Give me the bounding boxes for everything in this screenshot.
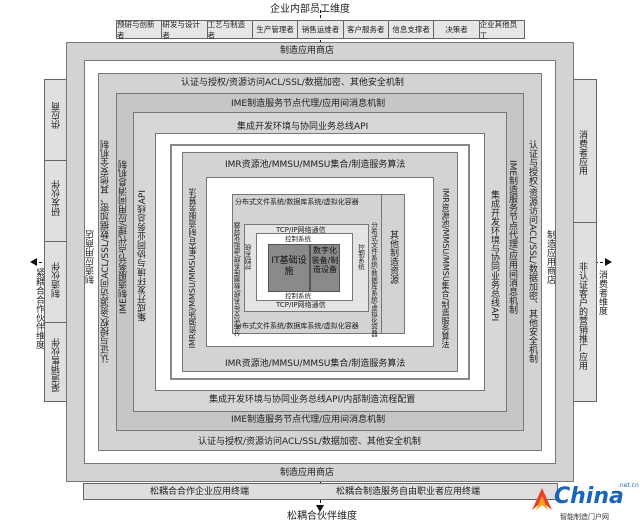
auth-label-left: 认证与授权/资源访问ACL/SSL/数据加密、其他安全机制 (101, 140, 111, 363)
core-digital-label: 数字化装备/制造设备 (311, 246, 339, 275)
dfs-label-left: 分布式文件系统/数据库系统/虚拟化容器 (234, 222, 242, 337)
china-logo: China .net.cn 智能制造门户网 (530, 482, 639, 522)
ctrl-label-right: 控制系统 (356, 244, 365, 270)
logo-brand: China (554, 484, 624, 509)
ring-other-resources (381, 194, 405, 334)
left-partner-channel: 渠道销售伙伴 (52, 338, 62, 392)
ime-label-top: IME制造服务节点代理/应用间消息机制 (231, 99, 386, 109)
axis-label-right: 消费者维度 (597, 270, 607, 315)
dfs-label-bottom: 分布式文件系统/数据库系统/虚拟化容器 (235, 322, 359, 330)
role-cell: 信息支撑者 (388, 20, 435, 39)
right-consumer-app: 消费者应用 (577, 130, 587, 175)
ime-label-right: IME制造服务节点代理/应用间消息机制 (507, 160, 517, 315)
arrow-right-icon (605, 258, 612, 266)
other-resources-label: 其他制造资源 (388, 230, 398, 284)
auth-label-top: 认证与授权/资源访问ACL/SSL/数据加密、其他安全机制 (181, 78, 404, 88)
ime-label-bottom: IME制造服务节点代理/应用间消息机制 (231, 415, 386, 425)
ctrl-label-left: 控制系统 (245, 244, 253, 270)
tcp-label-top: TCP/IP网络通信 (276, 226, 326, 234)
arrow-left-icon (30, 258, 37, 266)
imr-label-right: IMR资源池/MMSU/MMSU集合/制造服务算法 (441, 188, 450, 349)
role-cell: 销售运维者 (298, 20, 344, 39)
bottom-terminal-bar (83, 483, 558, 500)
core-it-label: IT基础设施 (271, 256, 307, 278)
auth-label-bottom: 认证与授权/资源访问ACL/SSL/数据加密、其他安全机制 (198, 437, 421, 447)
store-label-bottom: 制造应用商店 (280, 468, 335, 478)
role-cell: 工艺与制造者 (207, 20, 253, 40)
internal-roles-row: 预研与创新者 研发与设计者 工艺与制造者 生产管理者 销售运维者 客户服务者 信… (116, 20, 525, 40)
dfs-label-right: 分布式文件系统/数据库系统/虚拟化容器 (369, 222, 378, 337)
ctrl-label-top: 控制系统 (285, 235, 311, 243)
tcp-label-bottom: TCP/IP网络通信 (276, 301, 326, 309)
ctrl-label-bottom: 控制系统 (285, 292, 311, 300)
role-cell: 客户服务者 (343, 20, 389, 39)
logo-mark-icon (532, 488, 552, 510)
axis-label-top: 企业内部员工维度 (270, 4, 350, 15)
left-partner-rnd: 研发伙伴 (52, 180, 62, 216)
imr-label-bottom: IMR资源池/MMSU/MMSU集合/制造服务算法 (225, 359, 406, 369)
store-label-right: 制造应用商店 (545, 230, 555, 284)
ime-label-left: IME制造服务节点代理/应用间消息机制 (119, 160, 129, 315)
store-label-left: 制造应用商店 (86, 230, 96, 284)
core-digital-equipment (310, 244, 340, 292)
logo-tagline: 智能制造门户网 (560, 513, 609, 521)
left-partner-manufacturing: 制造伙伴 (52, 262, 62, 298)
role-cell: 企业其他员工 (479, 20, 525, 40)
axis-label-bottom: 松耦合伙伴维度 (287, 511, 357, 522)
integ-label-left: 集成开发环境与协同业务总线API (138, 190, 148, 322)
integ-label-bottom: 集成开发环境与协同业务总线API/内部制造流程配置 (209, 395, 416, 405)
role-cell: 预研与创新者 (116, 20, 163, 40)
core-it-infra (268, 244, 310, 292)
role-cell: 决策者 (434, 20, 480, 39)
logo-suffix: .net.cn (618, 482, 639, 489)
bottom-bar-right: 松耦合制造服务自由职业者应用终端 (336, 487, 481, 497)
dfs-label-top: 分布式文件系统/数据库系统/虚拟化容器 (235, 198, 359, 206)
bottom-bar-left: 松耦合合作企业应用终端 (150, 487, 250, 497)
integ-label-top: 集成开发环境与协同业务总线API (237, 122, 369, 132)
role-cell: 研发与设计者 (162, 20, 208, 40)
auth-label-right: 认证与授权/资源访问ACL/SSL/数据加密、其他安全机制 (527, 140, 537, 363)
axis-label-left: 紧耦合合作伙伴维度 (34, 268, 44, 349)
role-cell: 生产管理者 (252, 20, 299, 39)
integ-label-right: 集成开发环境与协同业务总线API (489, 190, 499, 322)
arrow-down-icon (316, 505, 324, 512)
left-partner-supplier: 供应商 (52, 102, 62, 129)
imr-label-top: IMR资源池/MMSU/MMSU集合/制造服务算法 (225, 160, 406, 170)
right-marketing-app: 非认证客户的营销推广应用 (577, 262, 587, 370)
imr-label-left: IMR资源池/MMSU/MMSU集合/制造服务算法 (188, 188, 197, 349)
store-label-top: 制造应用商店 (280, 46, 335, 56)
